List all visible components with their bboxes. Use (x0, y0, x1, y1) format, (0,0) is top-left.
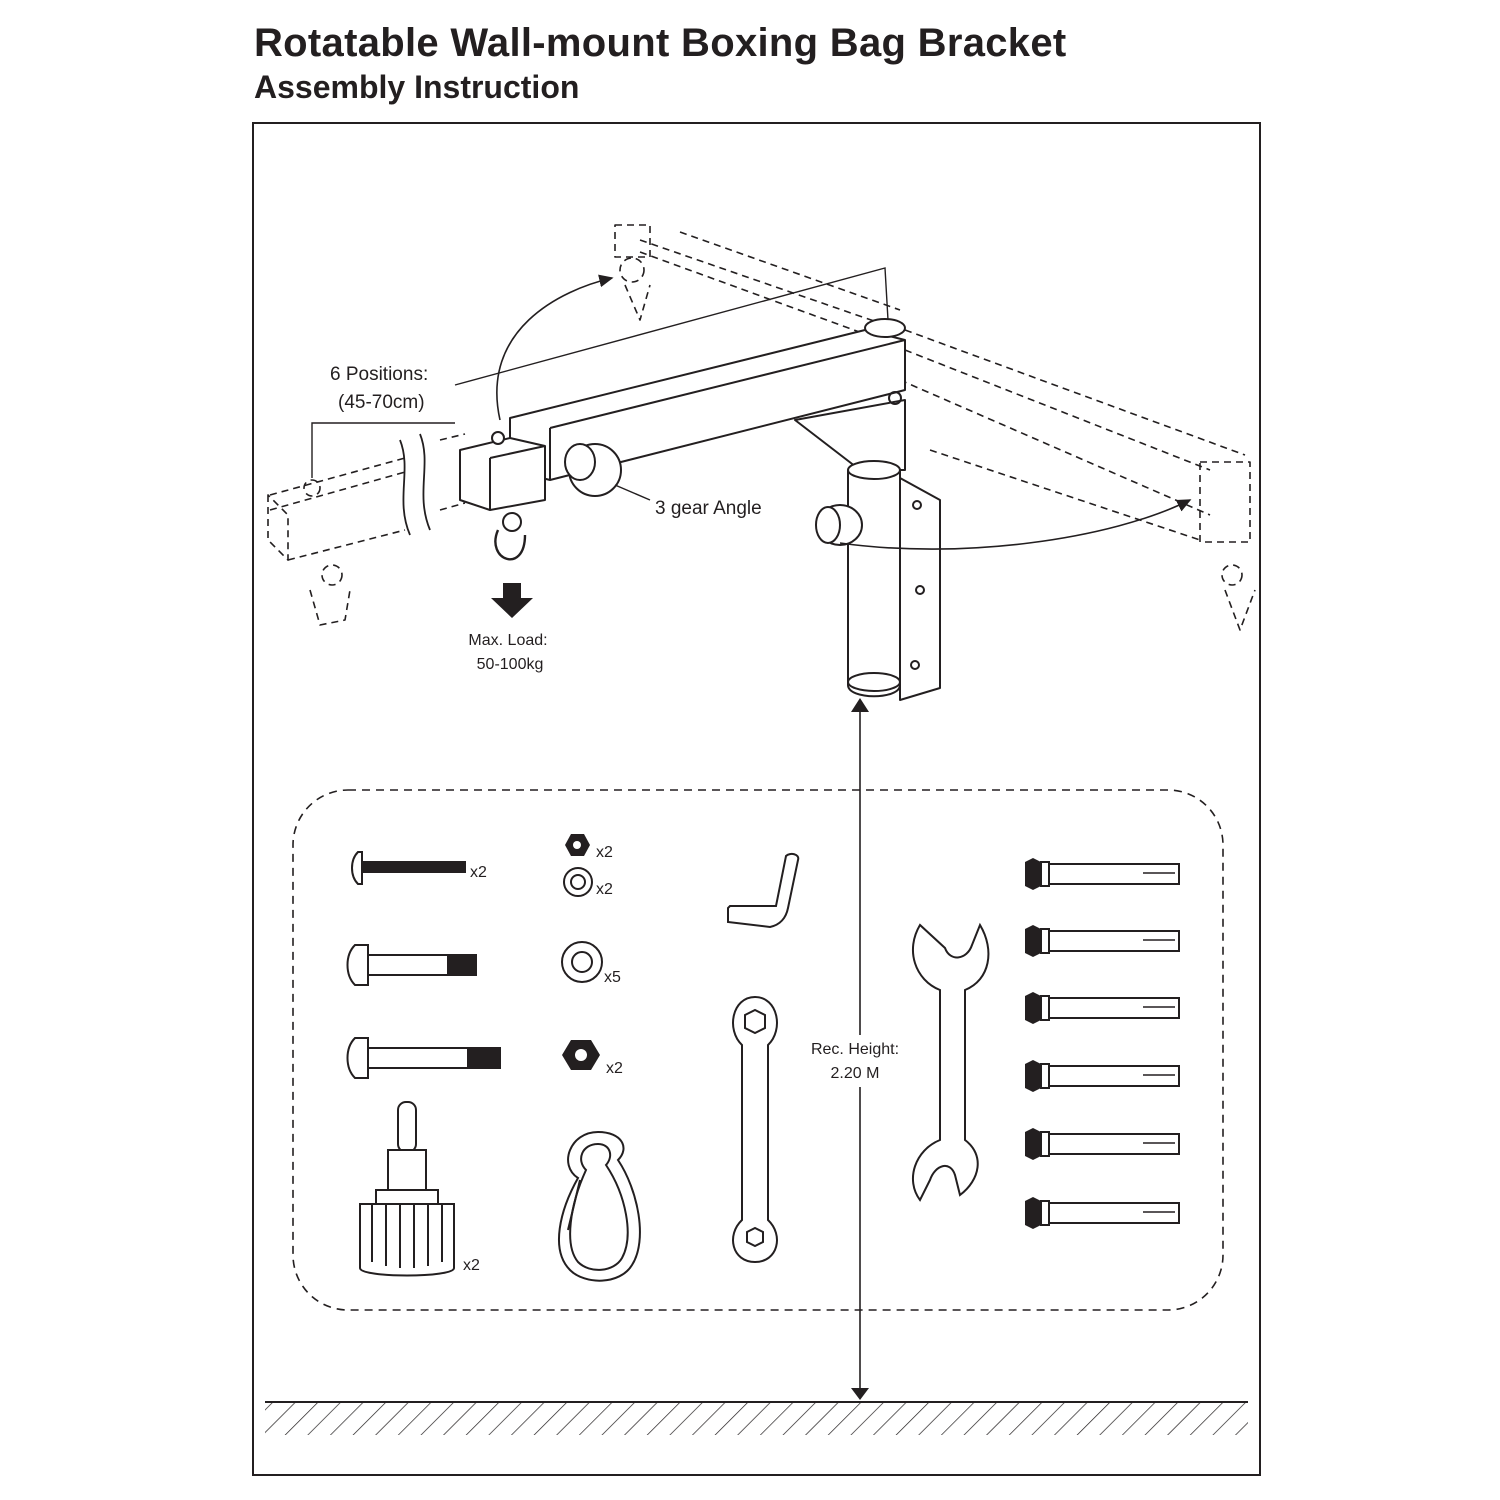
expansion-bolt (1025, 1128, 1180, 1160)
hex-nut-small-qty: x2 (596, 844, 613, 861)
parts-panel (292, 789, 1224, 1311)
hex-nut-large-qty: x2 (606, 1060, 623, 1077)
expansion-bolt (1025, 1060, 1180, 1092)
positions-range-label: (45-70cm) (338, 392, 425, 413)
open-end-wrench-part (911, 922, 990, 1202)
rec-height-value: 2.20 M (831, 1065, 880, 1082)
expansion-bolt (1025, 925, 1180, 957)
rec-height-label: Rec. Height: (811, 1041, 899, 1058)
expansion-bolts (1025, 858, 1180, 1229)
allen-key-part (727, 852, 800, 929)
arm-ghost-left (267, 433, 466, 626)
knob-qty: x2 (463, 1257, 480, 1274)
gear-angle-label: 3 gear Angle (655, 498, 762, 519)
box-wrench-part (732, 995, 778, 1264)
carabiner-part (558, 1130, 641, 1282)
washer-small-qty: x2 (596, 881, 613, 898)
washer-large-qty: x5 (604, 969, 621, 986)
diagram-frame (252, 122, 1261, 1476)
arm-ghost-back (614, 224, 901, 346)
positions-label: 6 Positions: (330, 364, 428, 385)
expansion-bolt (1025, 858, 1180, 890)
max-load-arrow (491, 583, 533, 618)
expansion-bolt (1025, 992, 1180, 1024)
bracket-illustration (267, 224, 1256, 701)
page-title: Rotatable Wall-mount Boxing Bag Bracket (254, 21, 1067, 65)
long-bolt-qty: x2 (470, 864, 487, 881)
longer-bolt-part (346, 1037, 501, 1079)
pivot-tube (847, 470, 901, 698)
wall-plate (899, 477, 941, 701)
inner-tube (459, 437, 546, 511)
page-subtitle: Assembly Instruction (254, 69, 580, 105)
adjustment-knob-part (359, 1101, 455, 1277)
max-load-value: 50-100kg (477, 656, 544, 673)
medium-bolt-part (346, 944, 477, 986)
max-load-label: Max. Load: (468, 632, 547, 649)
hex-nut-small-part (565, 834, 590, 856)
ground-hatch (265, 1401, 1248, 1435)
long-bolt-part (351, 851, 466, 885)
expansion-bolt (1025, 1197, 1180, 1229)
washer-large-part (561, 941, 603, 983)
arm-ghost-right (899, 329, 1256, 631)
washer-small-part (563, 867, 593, 897)
hex-nut-large-part (562, 1040, 600, 1070)
